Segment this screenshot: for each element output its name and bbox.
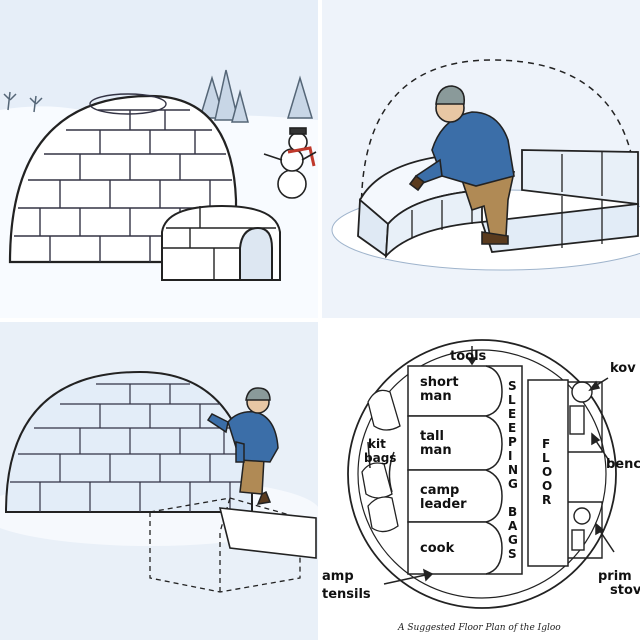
igloo-block-lines bbox=[14, 93, 234, 262]
label-camp-utensils-1: amp bbox=[322, 569, 354, 584]
svg-text:S: S bbox=[508, 547, 517, 561]
label-floor: F L O O R bbox=[542, 437, 552, 507]
label-tools: tools bbox=[450, 349, 487, 364]
floor-area bbox=[527, 379, 569, 567]
svg-text:G: G bbox=[508, 477, 518, 491]
svg-text:R: R bbox=[542, 493, 551, 507]
slot-tall-man bbox=[407, 415, 503, 471]
label-tall-man: man bbox=[420, 443, 452, 458]
man-adding-block bbox=[206, 387, 279, 505]
label-camp: camp bbox=[420, 483, 459, 498]
svg-text:E: E bbox=[508, 421, 516, 435]
dome-outline-dashed bbox=[360, 59, 637, 233]
label-bench: benc bbox=[606, 457, 640, 472]
svg-text:N: N bbox=[508, 463, 518, 477]
svg-text:E: E bbox=[508, 407, 516, 421]
floor-plan-diagram: tools short man tall man camp leader coo… bbox=[322, 339, 640, 633]
svg-text:L: L bbox=[508, 393, 516, 407]
svg-text:A: A bbox=[508, 519, 518, 533]
snowman bbox=[263, 127, 317, 199]
upper-blocks-illustration bbox=[0, 370, 318, 593]
bare-bushes bbox=[3, 91, 43, 113]
svg-text:O: O bbox=[542, 465, 552, 479]
label-short-man: man bbox=[420, 389, 452, 404]
label-cook: cook bbox=[420, 541, 455, 556]
label-primus-stove: stov bbox=[610, 583, 640, 598]
igloo-inner-wall bbox=[357, 349, 607, 599]
first-ring-illustration bbox=[331, 59, 640, 271]
man-placing-block bbox=[408, 85, 516, 245]
igloo-entrance-tunnel bbox=[161, 204, 281, 281]
label-camp-utensils-2: tensils bbox=[322, 587, 371, 602]
panel-floor-plan: tools short man tall man camp leader coo… bbox=[322, 322, 640, 640]
svg-text:G: G bbox=[508, 533, 518, 547]
label-primus: prim bbox=[598, 569, 632, 584]
slot-short-man bbox=[407, 365, 503, 417]
sleeping-bag-slots bbox=[407, 365, 523, 575]
label-kit: kit bbox=[368, 437, 386, 451]
slot-cook bbox=[407, 521, 503, 575]
kit-bags bbox=[361, 389, 401, 533]
tunnel-block-outline bbox=[218, 507, 317, 559]
slot-camp-leader bbox=[407, 469, 503, 523]
label-tall: tall bbox=[420, 429, 444, 444]
panel-building-first-ring bbox=[322, 0, 640, 318]
svg-text:B: B bbox=[508, 505, 517, 519]
label-kit-bags: bags bbox=[364, 451, 396, 465]
floor-plan-caption: A Suggested Floor Plan of the Igloo bbox=[397, 623, 561, 633]
finished-igloo-illustration bbox=[0, 0, 318, 318]
panel-adding-upper-blocks bbox=[0, 322, 318, 640]
svg-text:F: F bbox=[542, 437, 550, 451]
dome-block-lines bbox=[10, 383, 252, 512]
label-camp-leader: leader bbox=[420, 497, 467, 512]
igloo-dome-in-progress bbox=[4, 370, 253, 513]
stove-bench-area bbox=[568, 381, 603, 559]
svg-text:O: O bbox=[542, 479, 552, 493]
label-arrows bbox=[367, 346, 615, 585]
label-short: short bbox=[420, 375, 459, 390]
pine-trees bbox=[198, 69, 314, 123]
svg-text:L: L bbox=[542, 451, 550, 465]
svg-text:P: P bbox=[508, 435, 517, 449]
svg-text:I: I bbox=[508, 449, 512, 463]
label-sleeping-bags: S L E E P I N G B A G S bbox=[508, 379, 518, 561]
label-kov: kov bbox=[610, 361, 636, 376]
svg-text:S: S bbox=[508, 379, 517, 393]
panel-finished-igloo bbox=[0, 0, 318, 318]
